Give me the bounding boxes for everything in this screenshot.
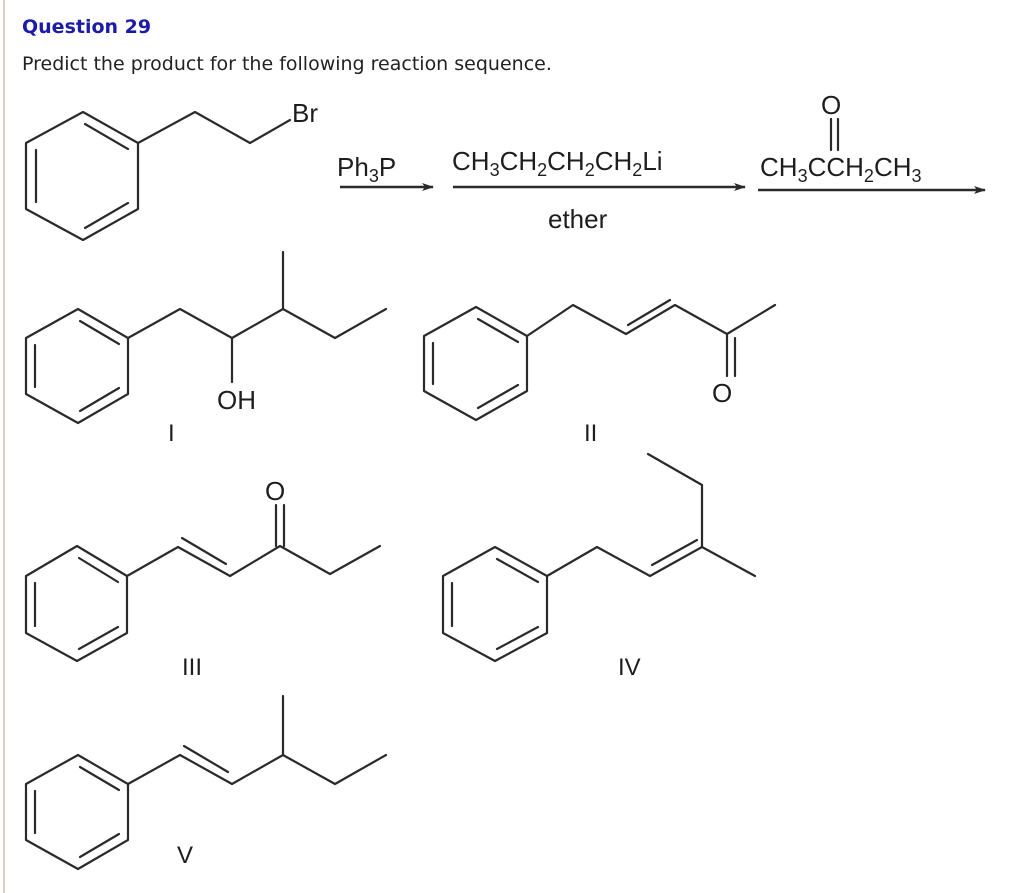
reaction-step-1: Ph3P [337,152,434,191]
reagent-ph3p: Ph3P [337,152,396,186]
choice-label-i: I [168,420,175,447]
question-title: Question 29 [22,16,152,38]
reaction-step-3: O CH3CCH2CH3 [758,90,986,194]
answer-choice-i[interactable]: OH I [24,250,388,447]
starting-material-structure: Br [24,98,318,242]
carbonyl-oxygen-label: O [265,476,285,506]
answer-choice-iii[interactable]: O III [24,476,382,681]
answer-choice-iv[interactable]: IV [441,452,757,681]
choice-label-v: V [177,842,193,869]
hydroxyl-label: OH [217,385,256,415]
choice-label-iii: III [182,654,202,681]
choice-label-ii: II [584,420,597,447]
carbonyl-oxygen-label: O [712,378,732,408]
left-border-rule [3,0,5,893]
solvent-ether: ether [548,204,608,234]
answer-choice-v[interactable]: V [24,694,388,871]
answer-choice-ii[interactable]: O II [422,298,777,447]
reagent-2-butanone: CH3CCH2CH3 [760,152,922,186]
benzene-ring [24,110,140,242]
reaction-step-2: CH3CH2CH2CH2Li ether [452,146,746,234]
bromine-atom-label: Br [292,98,318,128]
reagent-butyllithium: CH3CH2CH2CH2Li [452,146,663,180]
carbonyl-oxygen-label: O [821,90,841,120]
question-prompt: Predict the product for the following re… [22,53,552,75]
choice-label-iv: IV [618,654,641,681]
